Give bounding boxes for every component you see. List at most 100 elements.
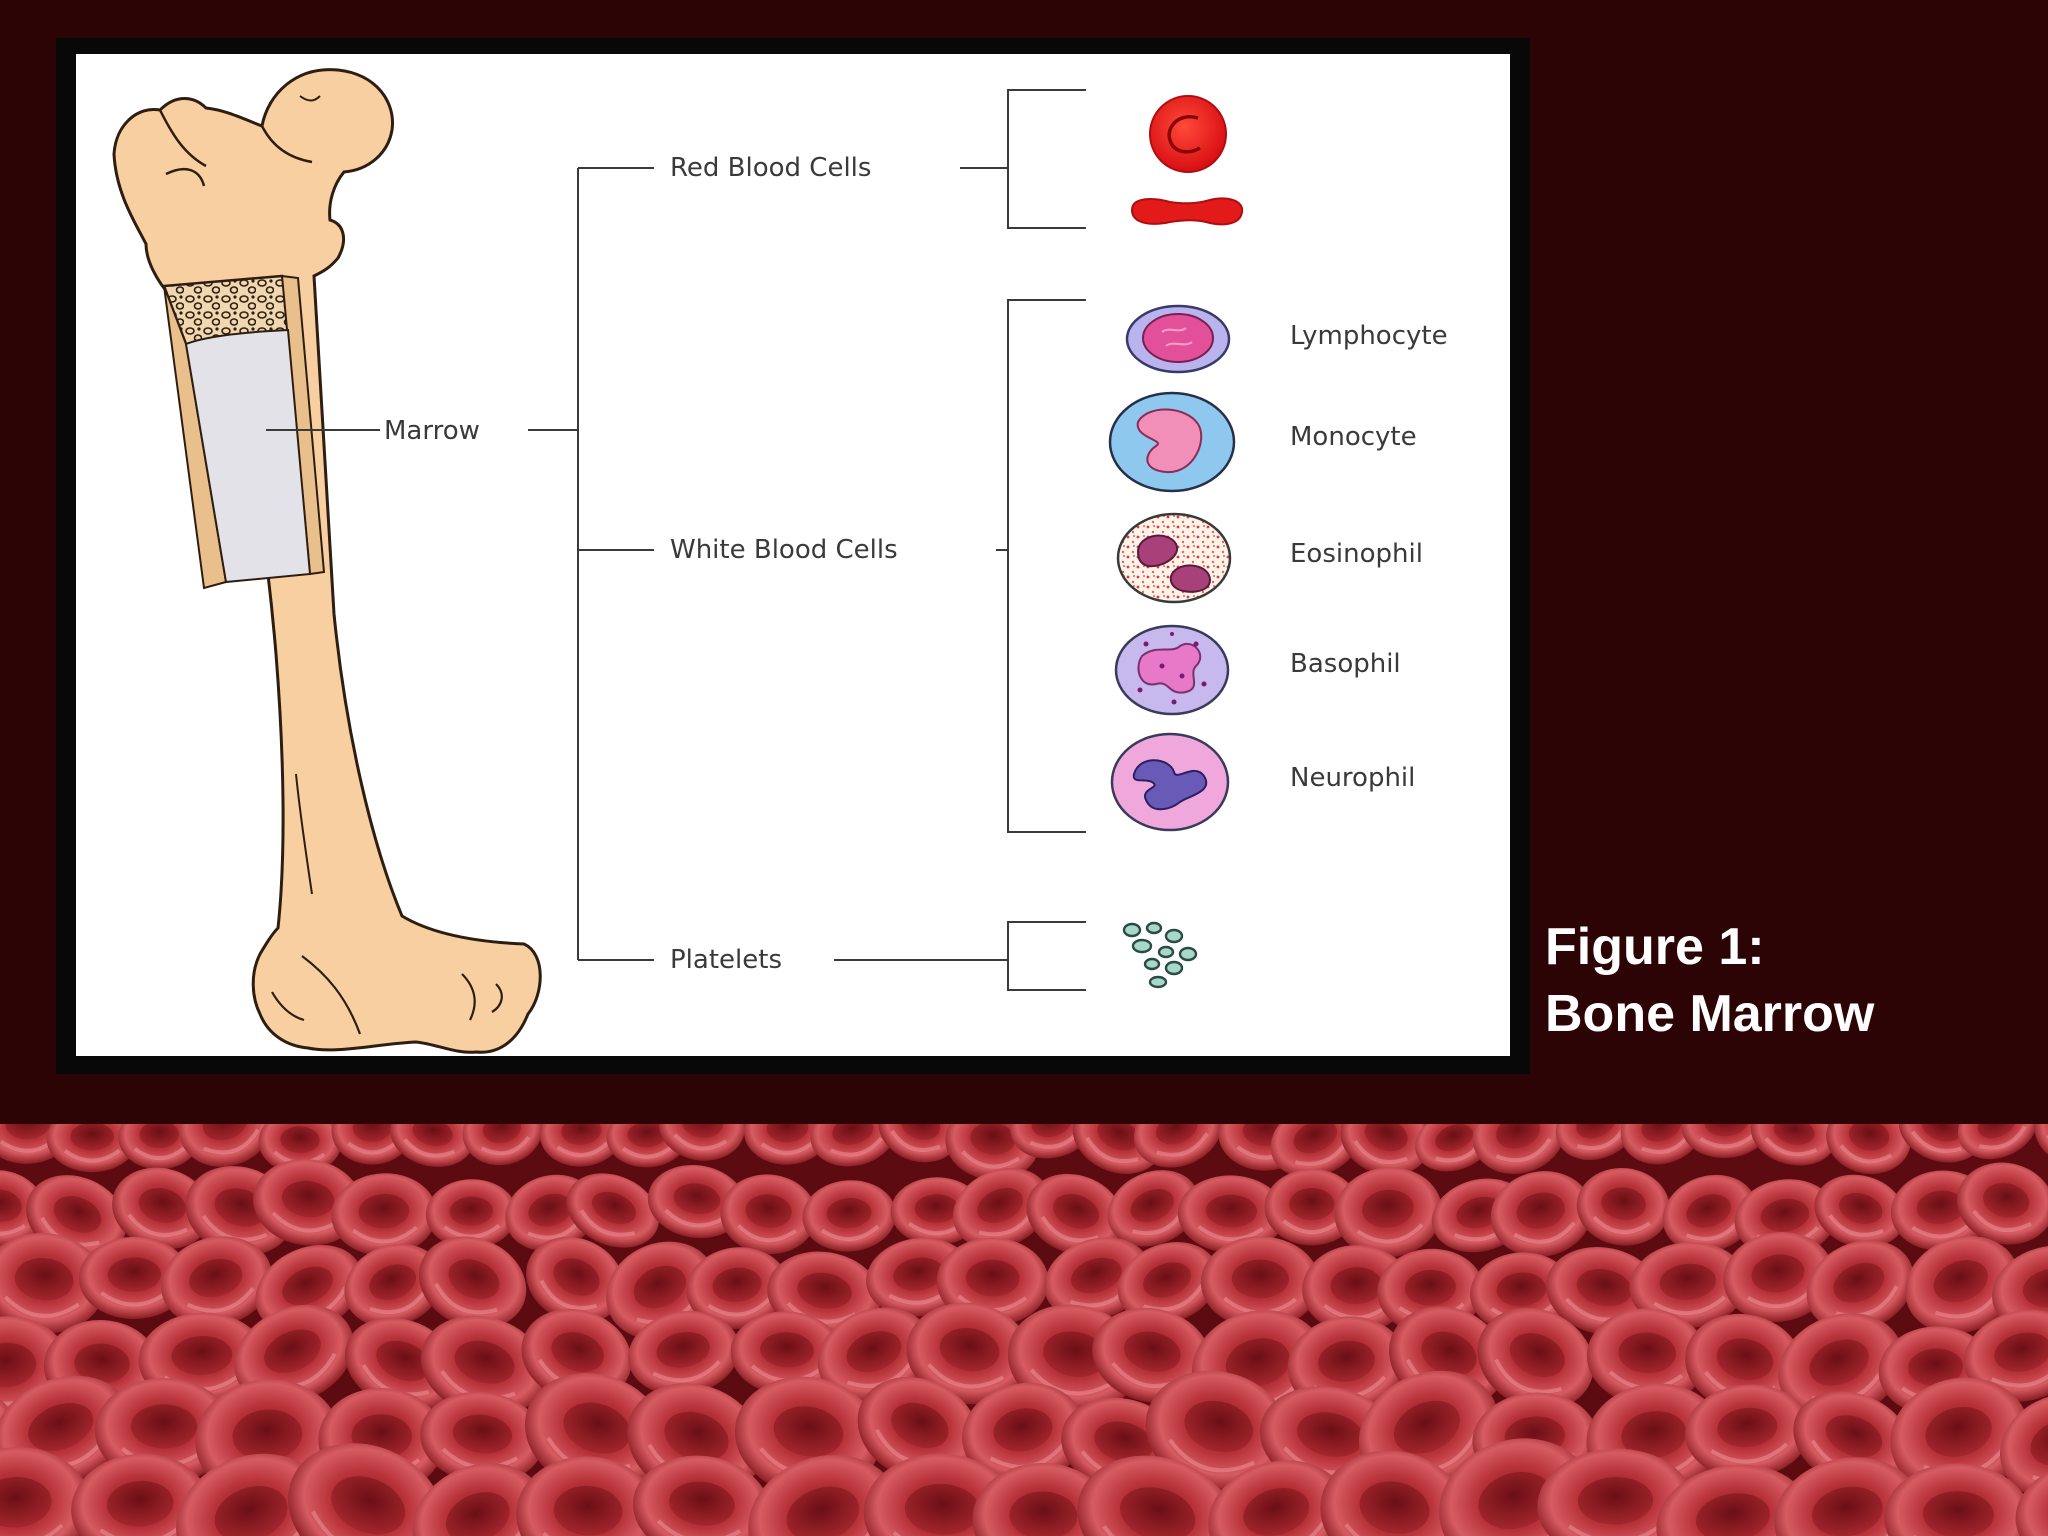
rbc-photo-cell (686, 1247, 789, 1329)
rbc-photo-cell (744, 1124, 831, 1165)
rbc-photo-cell (658, 1124, 746, 1161)
platelets-icon (1122, 921, 1198, 989)
rbc-photo-cell (628, 1310, 740, 1396)
red-blood-cell-side-icon (1130, 197, 1244, 226)
rbc-photo-cell (1334, 1167, 1443, 1258)
rbc-photo-cell (962, 1382, 1086, 1485)
rbc-photo-cell (810, 1124, 897, 1167)
rbc-photo-cell (1681, 1124, 1772, 1159)
rbc-photo-cell (1270, 1124, 1363, 1178)
rbc-photo-cell (1472, 1124, 1566, 1175)
rbc-photo-cell (462, 1124, 543, 1166)
rbc-photo-cell (632, 1455, 770, 1536)
rbc-photo-cell (1117, 1242, 1219, 1324)
rbc-photo-cell (1685, 1384, 1811, 1478)
rbc-photo-cell (720, 1174, 817, 1255)
rbc-photo-cell (748, 1455, 901, 1536)
rbc-photo-cell (420, 1315, 546, 1417)
rbc-photo-cell (1750, 1124, 1837, 1166)
basophil-icon (1114, 624, 1230, 716)
rbc-photo-cell (539, 1124, 624, 1167)
rbc-photo-cell (118, 1124, 201, 1170)
caption-line-1: Figure 1: (1545, 918, 1765, 976)
bone-marrow-diagram: Marrow Red Blood Cells White Blood Cells… (112, 68, 1448, 1054)
rbc-photo-cell (1806, 1240, 1914, 1332)
rbc-photo-cell (863, 1453, 1021, 1536)
rbc-photo-cell (0, 1232, 106, 1334)
rbc-photo-cell (331, 1173, 437, 1256)
rbc-photo-cell (179, 1124, 274, 1167)
rbc-photo-cell (945, 1124, 1040, 1181)
rbc-photo-cell (1537, 1448, 1694, 1536)
rbc-photo-cell (878, 1124, 962, 1163)
rbc-photo-cell (71, 1453, 210, 1536)
rbc-photo-cell (425, 1179, 517, 1249)
rbc-photo-cell (1107, 1170, 1199, 1247)
femur-trochanter-line (158, 109, 207, 187)
rbc-photo-cell (1177, 1175, 1285, 1253)
rbc-photo-cell (418, 1236, 527, 1329)
rbc-photo-cell (1898, 1124, 1983, 1163)
rbc-photo-cell (1576, 1168, 1670, 1246)
rbc-photo-cell (0, 1170, 46, 1248)
rbc-photo-cell (647, 1165, 746, 1239)
rbc-photo-cell (1957, 1162, 2048, 1245)
rbc-photo-cell (1320, 1450, 1467, 1536)
condyle-lines (271, 955, 503, 1035)
basophil-label: Basophil (1290, 649, 1401, 679)
red-blood-cells-photo-canvas (0, 1124, 2048, 1536)
rbc-photo-cell (78, 1236, 190, 1320)
monocyte-label: Monocyte (1290, 422, 1417, 452)
rbc-photo-cell (1264, 1168, 1360, 1246)
shaft-line (295, 773, 313, 895)
red-blood-cell-icon (1149, 95, 1227, 173)
rbc-photo-cell (1723, 1232, 1834, 1322)
rbc-photo-cell (1890, 1377, 2030, 1496)
rbc-photo-cell (0, 1447, 91, 1536)
rbc-photo-cell (288, 1443, 445, 1536)
connector-lines (266, 89, 1086, 991)
rbc-photo-cell (1026, 1173, 1124, 1255)
rbc-photo-cell (1629, 1242, 1747, 1329)
rbc-photo-cell (390, 1124, 475, 1167)
figure-frame: Marrow Red Blood Cells White Blood Cells… (56, 38, 1530, 1074)
rbc-photo-cell (1072, 1124, 1162, 1174)
eosinophil-icon (1116, 512, 1232, 604)
red-blood-cells-photo (0, 1124, 2048, 1536)
rbc-photo-cell (1884, 1463, 2033, 1536)
femur-neck-line (260, 125, 313, 164)
rbc-photo-cell (331, 1124, 414, 1165)
neutrophil-icon (1110, 732, 1230, 832)
rbc-photo-cell (161, 1236, 273, 1327)
rbc-photo-cell (516, 1456, 660, 1536)
rbc-photo-cell (1586, 1308, 1708, 1406)
marrow-label: Marrow (384, 416, 480, 446)
red-blood-cells-label: Red Blood Cells (670, 153, 871, 183)
rbc-photo-cell (1656, 1464, 1812, 1536)
figure-panel: Marrow Red Blood Cells White Blood Cells… (76, 54, 1510, 1056)
rbc-photo-cell (1145, 1370, 1290, 1492)
rbc-photo-cell (46, 1124, 138, 1173)
femur-illustration (112, 68, 542, 1054)
rbc-photo-cell (606, 1124, 688, 1168)
rbc-photo-cell (802, 1180, 896, 1252)
rbc-photo-cell (730, 1311, 843, 1396)
neurophil-label: Neurophil (1290, 763, 1415, 793)
rbc-photo-cell (1814, 1174, 1906, 1248)
eosinophil-label: Eosinophil (1290, 539, 1423, 569)
lymphocyte-label: Lymphocyte (1290, 321, 1448, 351)
marrow-cavity (184, 328, 312, 584)
rbc-photo-cell (1957, 1124, 2038, 1160)
rbc-photo-cell (526, 1236, 625, 1324)
white-blood-cells-label: White Blood Cells (670, 535, 898, 565)
lymphocyte-icon (1125, 304, 1231, 374)
rbc-photo-cell (1826, 1124, 1911, 1174)
rbc-photo-cell (1477, 1307, 1594, 1410)
rbc-photo-cell (906, 1302, 1032, 1405)
rbc-photo-cell (1134, 1124, 1222, 1168)
rbc-photo-cell (344, 1243, 444, 1327)
rbc-photo-cell (1200, 1236, 1320, 1329)
caption-line-2: Bone Marrow (1545, 985, 1875, 1043)
rbc-photo-cell (112, 1167, 211, 1250)
